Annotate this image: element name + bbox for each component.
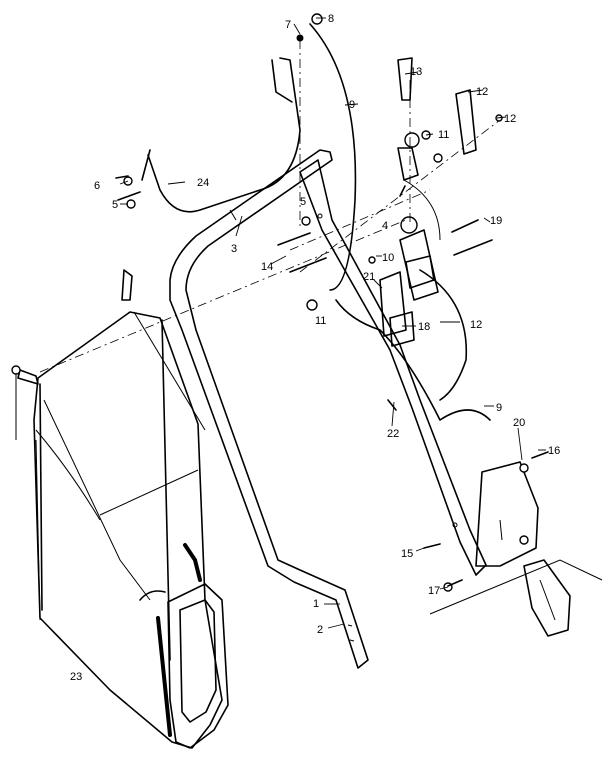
hardware — [115, 13, 549, 592]
callout-16: 16 — [548, 445, 560, 457]
callout-12c: 12 — [470, 319, 482, 331]
callout-10: 10 — [382, 252, 394, 264]
callout-22: 22 — [387, 428, 399, 440]
callout-4: 4 — [382, 220, 388, 232]
callout-13: 13 — [410, 66, 422, 78]
callout-12b: 12 — [504, 113, 516, 125]
callout-18: 18 — [418, 321, 430, 333]
callout-11b: 11 — [315, 315, 326, 327]
centerlines — [39, 40, 501, 373]
callout-24: 24 — [197, 177, 209, 189]
callout-2: 2 — [317, 624, 323, 636]
callout-5b: 5 — [300, 196, 306, 208]
leader-lines — [119, 17, 546, 629]
callout-labels: 7 8 9 13 12 12 11 24 6 5 5 19 4 3 10 14 … — [70, 13, 560, 683]
callout-9b: 9 — [496, 402, 502, 414]
callout-23: 23 — [70, 671, 82, 683]
callout-11a: 11 — [438, 129, 449, 141]
cables — [141, 23, 491, 421]
callout-12a: 12 — [476, 86, 488, 98]
callout-3: 3 — [231, 243, 237, 255]
callout-14: 14 — [261, 261, 273, 273]
callout-19: 19 — [490, 215, 502, 227]
callout-21: 21 — [363, 271, 375, 283]
callout-17: 17 — [428, 585, 440, 597]
callout-8: 8 — [328, 13, 334, 25]
control-assembly — [379, 57, 477, 347]
callout-5a: 5 — [112, 199, 118, 211]
callout-9a: 9 — [349, 99, 355, 111]
lower-handle — [169, 149, 369, 669]
deck-bracket — [429, 461, 603, 637]
callout-6: 6 — [94, 180, 100, 192]
upper-handle — [299, 159, 487, 576]
callout-7: 7 — [285, 19, 291, 31]
grass-bag — [11, 269, 229, 749]
callout-1: 1 — [313, 598, 319, 610]
callout-15: 15 — [401, 548, 413, 560]
callout-20: 20 — [513, 417, 525, 429]
